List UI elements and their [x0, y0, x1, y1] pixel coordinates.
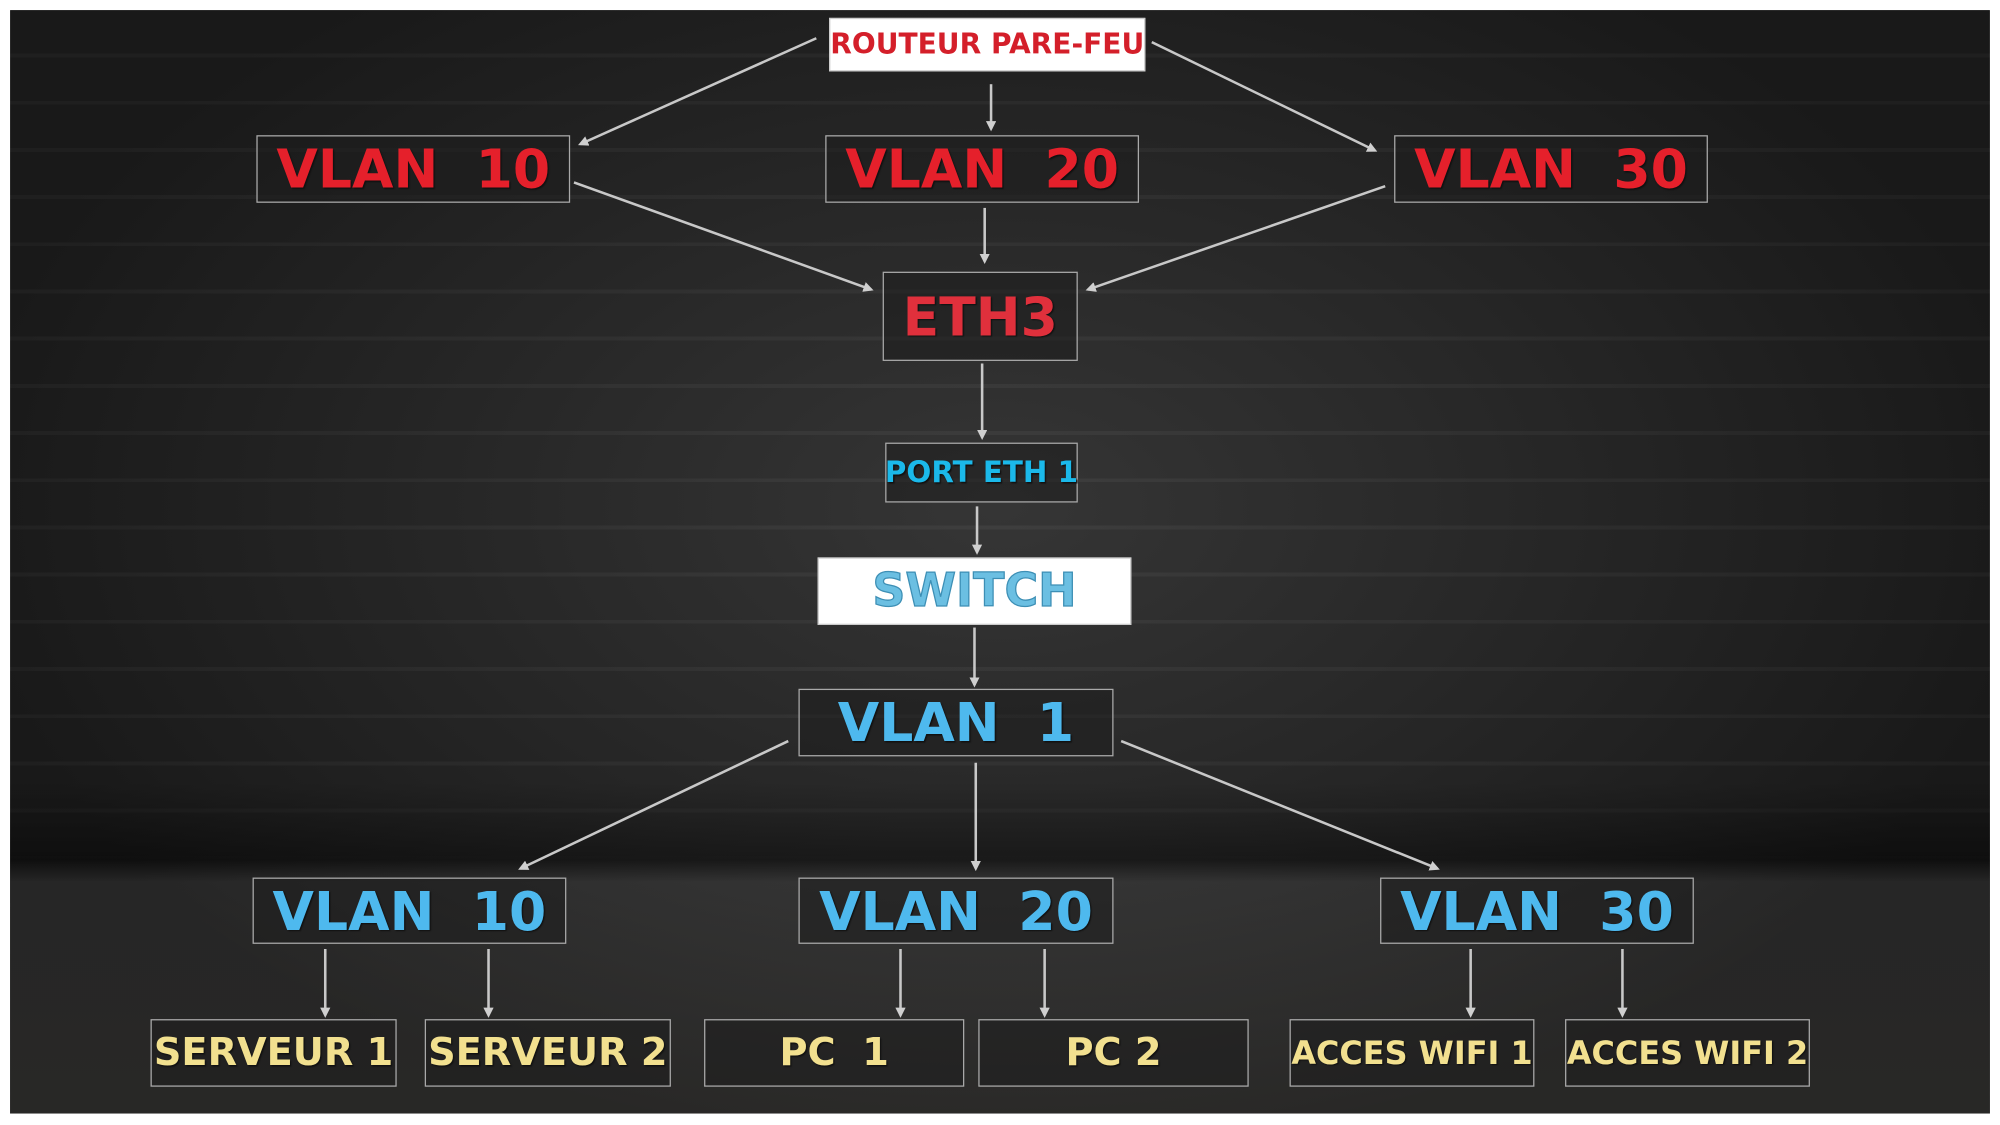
switch-vlan1-node: VLAN 1: [798, 688, 1114, 757]
pc2-node: PC 2: [978, 1019, 1249, 1087]
arrow-router-vlan30: [1151, 40, 1378, 152]
arrow-vlan10-eth3: [573, 181, 874, 292]
switch-vlan30-node: VLAN 30: [1380, 877, 1694, 944]
router-vlan30-node: VLAN 30: [1394, 135, 1708, 203]
eth3-node: ETH3: [882, 271, 1078, 361]
serveur2-node: SERVEUR 2: [424, 1019, 671, 1087]
switch-vlan20-node: VLAN 20: [798, 877, 1114, 944]
router-vlan20-node: VLAN 20: [825, 135, 1140, 203]
acces-wifi2-node: ACCES WIFI 2: [1565, 1019, 1810, 1087]
port-eth1-node: PORT ETH 1: [885, 442, 1078, 503]
router-firewall-node: ROUTEUR PARE-FEU: [829, 17, 1146, 72]
acces-wifi1-node: ACCES WIFI 1: [1289, 1019, 1535, 1087]
switch-node: SWITCH: [817, 557, 1132, 625]
serveur1-node: SERVEUR 1: [150, 1019, 397, 1087]
router-vlan10-node: VLAN 10: [256, 135, 571, 203]
arrow-router-vlan10: [578, 37, 817, 146]
pc1-node: PC 1: [704, 1019, 965, 1087]
arrow-vlan30-eth3: [1085, 185, 1386, 292]
arrow-vlan1-vlan30: [1120, 739, 1440, 871]
arrow-vlan1-vlan10: [518, 739, 789, 870]
switch-vlan10-node: VLAN 10: [252, 877, 567, 944]
